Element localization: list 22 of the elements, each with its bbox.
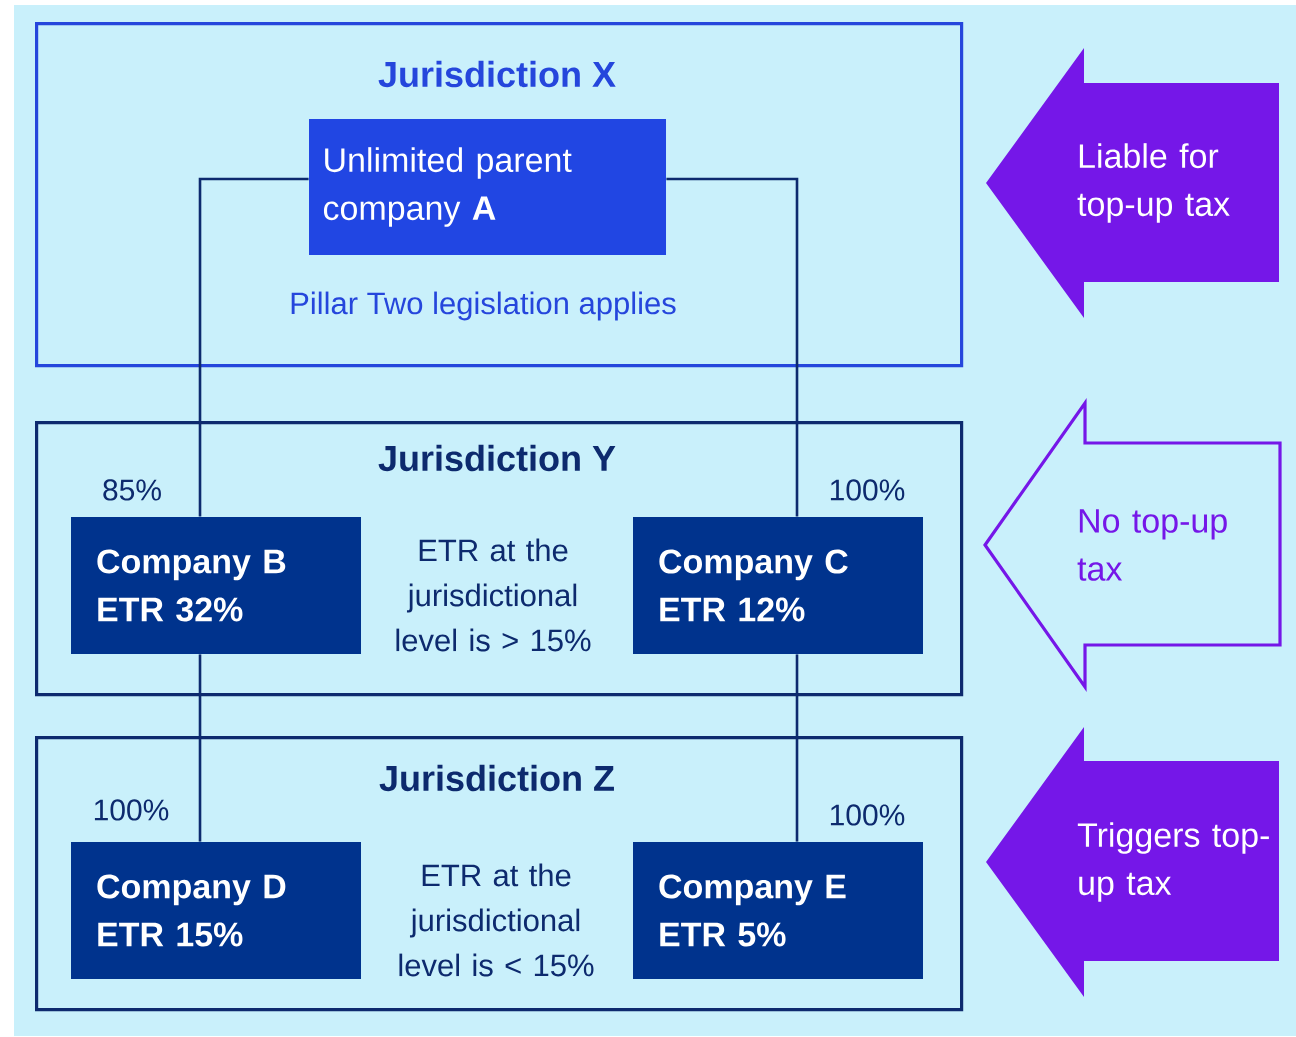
connector-line [666, 177, 799, 517]
company-box: Unlimited parent company A [309, 119, 666, 255]
connector-line [198, 654, 202, 842]
note-text: Pillar Two legislation applies [291, 291, 676, 321]
jurisdiction-box [35, 421, 964, 697]
edge-label: 85% [103, 479, 161, 501]
box-title: Jurisdiction Y [378, 444, 616, 472]
box-title: Jurisdiction Z [379, 764, 614, 792]
edge-label: 100% [830, 804, 905, 826]
company-box: Company B ETR 32% [71, 517, 361, 654]
connector-line [795, 654, 799, 842]
edge-label: 100% [830, 479, 905, 501]
company-box: Company E ETR 5% [633, 842, 923, 979]
jurisdiction-box [35, 736, 964, 1012]
jurisdiction-box [35, 22, 964, 368]
company-box: Company C ETR 12% [633, 517, 923, 654]
connector-line [198, 177, 309, 517]
note-text: ETR at the jurisdictional level is < 15% [399, 863, 594, 977]
box-title: Jurisdiction X [378, 60, 616, 88]
edge-label: 100% [94, 799, 169, 821]
company-box: Company D ETR 15% [71, 842, 361, 979]
note-text: ETR at the jurisdictional level is > 15% [396, 538, 591, 652]
